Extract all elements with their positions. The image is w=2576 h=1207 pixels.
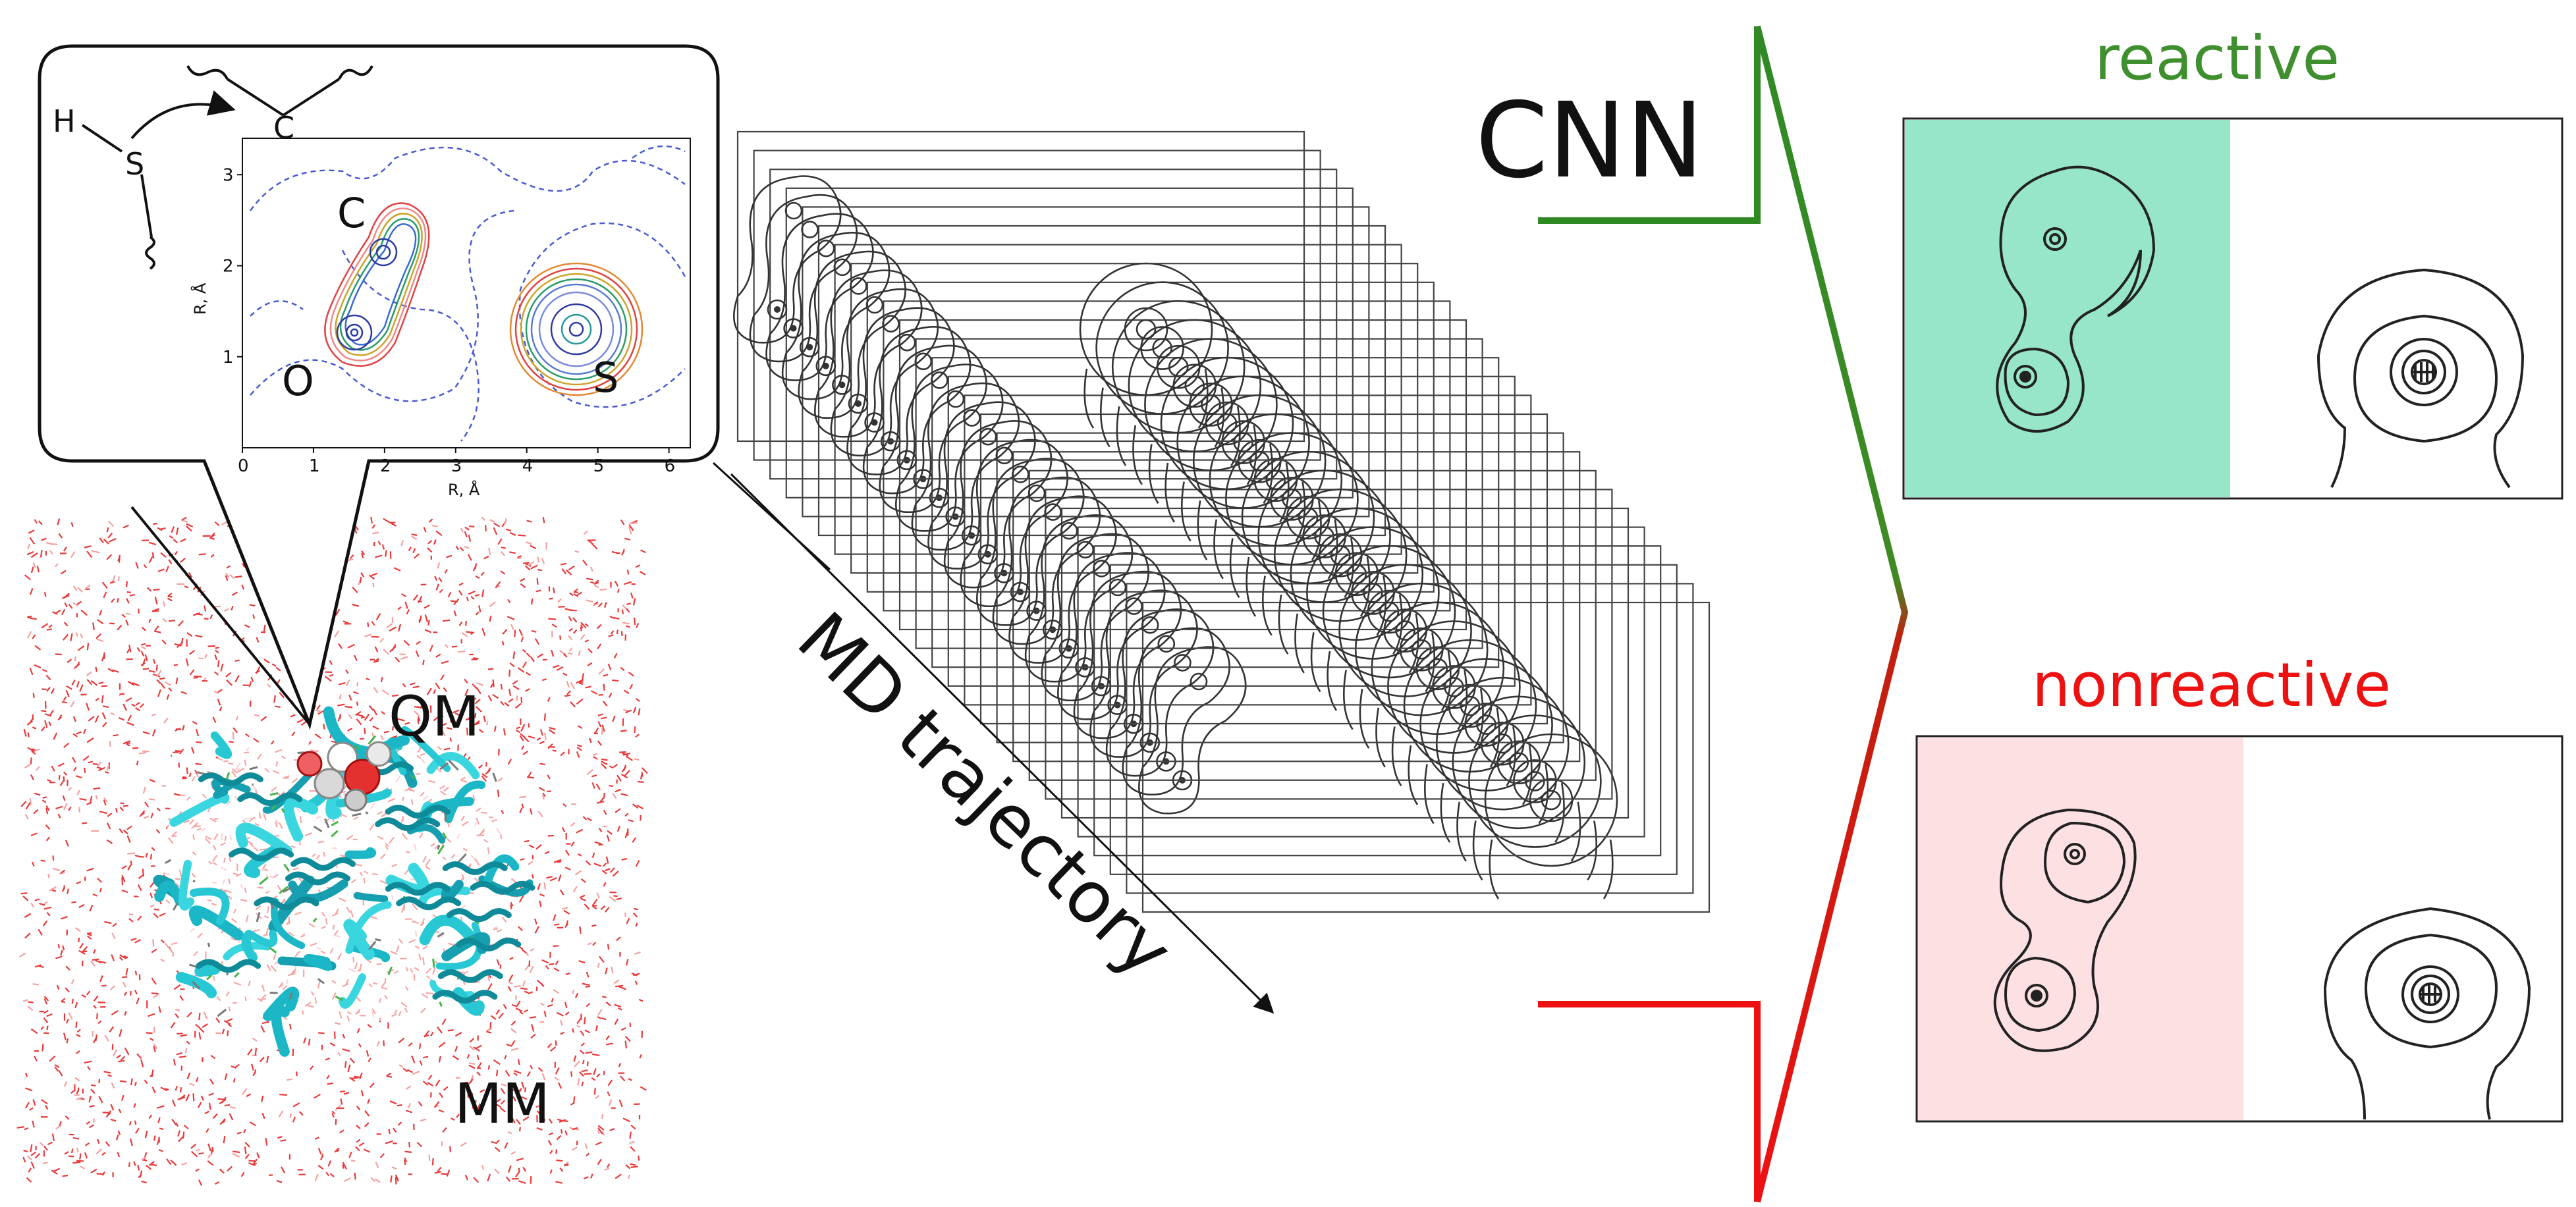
plot-y-axis-label: R, Å bbox=[190, 282, 209, 315]
plot-y-tick-label: 2 bbox=[223, 257, 234, 277]
nonreactive-co-basin bbox=[1993, 808, 2137, 1052]
plot-label-s: S bbox=[593, 354, 618, 402]
classifier-divider bbox=[1538, 25, 1909, 1203]
plot-x-tick-label: 1 bbox=[309, 456, 320, 476]
trajectory-frame bbox=[781, 187, 1354, 498]
elf-contour-plot: C O S 0 1 2 3 4 5 6 1 2 3 R, Å R, Å bbox=[190, 138, 691, 499]
trajectory-frame-stack bbox=[732, 92, 1711, 1198]
nonreactive-panel bbox=[1915, 735, 2563, 1123]
s-lone-pair-basin bbox=[509, 262, 644, 396]
nonreactive-s-basin bbox=[2323, 907, 2531, 1120]
trajectory-frame bbox=[813, 225, 1386, 537]
trajectory-frame bbox=[732, 130, 1305, 443]
trajectory-arrow bbox=[730, 473, 1274, 1014]
plot-x-tick-label: 4 bbox=[522, 456, 534, 476]
plot-x-tick-label: 6 bbox=[665, 456, 676, 476]
reactive-co-basin bbox=[1996, 165, 2156, 433]
plot-y-tick-label: 3 bbox=[223, 165, 234, 185]
trajectory-frame bbox=[992, 432, 1564, 743]
plot-x-axis-label: R, Å bbox=[448, 480, 480, 499]
plot-x-tick-label: 0 bbox=[238, 456, 249, 476]
cnn-label: CNN bbox=[1475, 80, 1704, 201]
plot-x-tick-label: 5 bbox=[593, 456, 605, 476]
plot-axes: 0 1 2 3 4 5 6 1 2 3 bbox=[223, 165, 675, 476]
co-bond-basin bbox=[324, 202, 430, 367]
protein-structure bbox=[153, 706, 535, 1057]
plot-x-tick-label: 2 bbox=[380, 456, 391, 476]
atom-s: S bbox=[125, 146, 144, 182]
plot-label-c: C bbox=[337, 189, 366, 237]
trajectory-frame bbox=[1024, 469, 1597, 781]
qm-region-atoms bbox=[296, 741, 392, 812]
trajectory-frame bbox=[1008, 451, 1581, 763]
plot-label-o: O bbox=[282, 357, 314, 405]
reactive-label: reactive bbox=[2095, 23, 2340, 94]
atom-h: H bbox=[53, 103, 76, 139]
reactive-s-basin bbox=[2316, 268, 2525, 489]
trajectory-frame bbox=[1089, 545, 1662, 857]
nonreactive-label: nonreactive bbox=[2032, 650, 2391, 720]
reactive-panel bbox=[1902, 117, 2563, 500]
plot-x-tick-label: 3 bbox=[451, 456, 462, 476]
elf-dashed-contours bbox=[249, 145, 686, 442]
plot-y-tick-label: 1 bbox=[223, 348, 234, 367]
qm-label: QM bbox=[389, 684, 480, 749]
trajectory-frame bbox=[846, 263, 1419, 574]
mm-label: MM bbox=[454, 1071, 550, 1136]
